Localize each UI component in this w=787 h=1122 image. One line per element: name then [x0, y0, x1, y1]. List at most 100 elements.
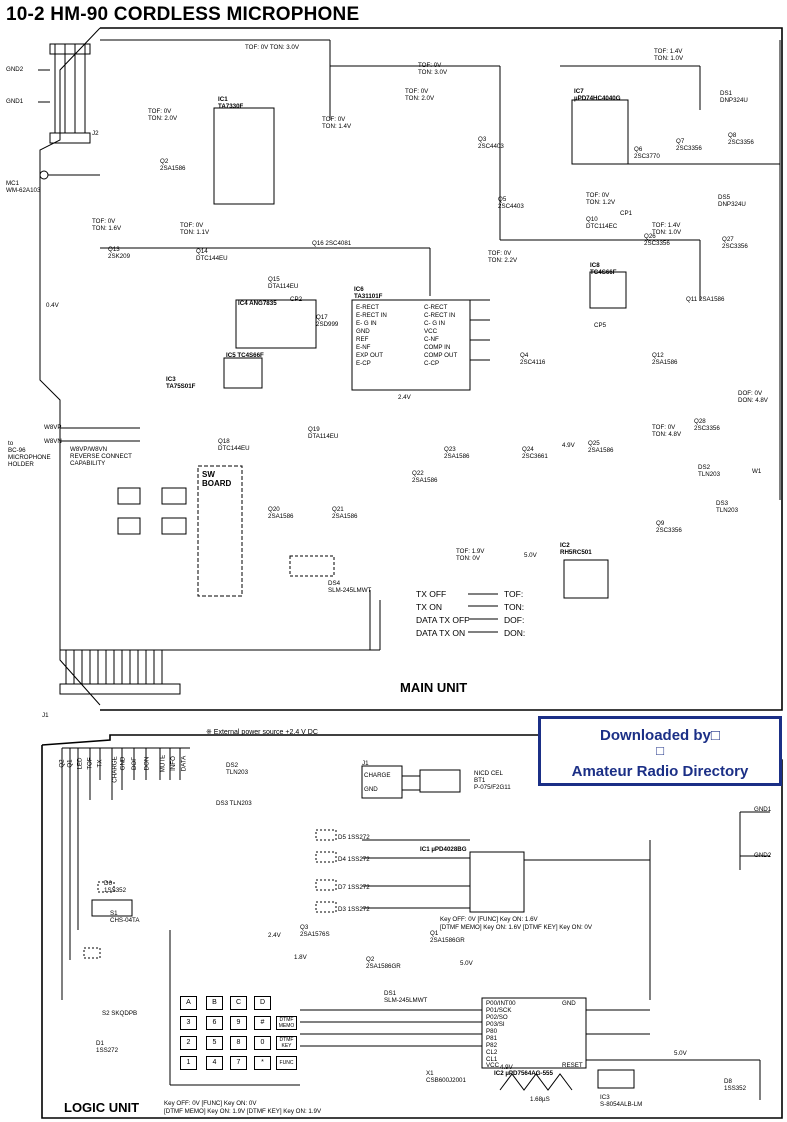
key-d[interactable]: D — [254, 996, 271, 1010]
v50-logic-label: 5.0V — [460, 960, 473, 967]
ic6-label: IC6 TA31101F — [354, 286, 383, 300]
v04-label: 0.4V — [46, 302, 59, 309]
cp2-label: CP2 — [290, 296, 303, 303]
key-2[interactable]: 2 — [180, 1036, 197, 1050]
s2-label: S2 SKQDPB — [102, 1010, 138, 1017]
gnd2-logic-label: GND2 — [754, 852, 772, 859]
logic-pin-tof: TOF — [86, 757, 94, 770]
ic3-label: IC3 TA75S01F — [166, 376, 196, 390]
q15-label: Q15 DTA114EU — [268, 276, 299, 290]
ic6-pin-14: C- G IN — [424, 320, 445, 327]
logic-pin-gnd: GND — [119, 756, 127, 771]
ic6-pin-10: COMP OUT — [424, 352, 458, 359]
ds5-label: DS5 DNP324U — [718, 194, 746, 208]
ic2-logic-label: IC2 µPD7564AG-555 — [494, 1070, 553, 1077]
tof-11-label: TOF: 1.9V TON: 0V — [456, 548, 485, 562]
ic2-pin-4: P03/SI — [486, 1021, 505, 1028]
w8vn-label: W8VN — [44, 438, 62, 445]
key-6[interactable]: 6 — [206, 1016, 223, 1030]
ic6-pin-5: REF — [356, 336, 369, 343]
ic3-logic-label: IC3 S-8054ALB-LM — [600, 1094, 643, 1108]
v50-label: 5.0V — [524, 552, 537, 559]
key-9[interactable]: 9 — [230, 1016, 247, 1030]
signal-data-tx-on: DATA TX ON — [416, 628, 466, 638]
tof-1-label: TOF: 0V TON: 2.0V — [148, 108, 178, 122]
ic2-pin-10: VCC — [486, 1062, 500, 1069]
logic-pin-mute: MUTE — [159, 754, 167, 773]
diode-d1-label: D1 1SS272 — [96, 1040, 119, 1054]
q8-label: Q8 2SC3356 — [728, 132, 754, 146]
diode-d4-label: D4 1SS272 — [338, 856, 370, 863]
key-func[interactable]: FUNC — [276, 1056, 297, 1070]
sw-board-label: SW BOARD — [202, 470, 232, 488]
ic7-label: IC7 µPD74HC4040G — [574, 88, 621, 102]
key-4[interactable]: 4 — [206, 1056, 223, 1070]
q26-label: Q26 2SC3356 — [644, 233, 670, 247]
q10-label: Q10 DTC114EC — [586, 216, 618, 230]
tof-3-label: TOF: 0V TON: 1.1V — [180, 222, 210, 236]
tof-0-label: TOF: 0V TON: 3.0V — [245, 44, 299, 51]
q27-label: Q27 2SC3356 — [722, 236, 748, 250]
key-star[interactable]: * — [254, 1056, 271, 1070]
logic-pin-charge: CHARGE — [111, 756, 119, 783]
ic1-label: IC1 TA7330F — [218, 96, 244, 110]
external-power-note: ※ External power source +2.4 V DC — [206, 729, 318, 736]
tof-2-label: TOF: 0V TON: 1.6V — [92, 218, 122, 232]
tof-6-label: TOF: 0V TON: 2.2V — [488, 250, 518, 264]
key-a[interactable]: A — [180, 996, 197, 1010]
key-note-4: [DTMF MEMO] Key ON: 1.9V [DTMF KEY] Key … — [164, 1108, 322, 1115]
key-dtmf-memo[interactable]: DTMF MEMO — [276, 1016, 297, 1030]
badge-line-1: Downloaded by□ — [600, 727, 720, 744]
ds4-label: DS4 SLM-245LMWT — [328, 580, 372, 594]
key-note-1: Key OFF: 0V [FUNC] Key ON: 1.6V — [440, 916, 538, 923]
charge-label: CHARGE — [364, 772, 391, 779]
ic2-pin-1: P00/INT00 — [486, 1000, 516, 1007]
v50-logic-label-2: 5.0V — [674, 1050, 687, 1057]
logic-unit-label: LOGIC UNIT — [64, 1100, 140, 1115]
key-hash[interactable]: # — [254, 1016, 271, 1030]
q28-label: Q28 2SC3356 — [694, 418, 720, 432]
key-3[interactable]: 3 — [180, 1016, 197, 1030]
reverse-note: W8VP/W8VN REVERSE CONNECT CAPABILITY — [70, 446, 132, 467]
w1-label: W1 — [752, 468, 762, 475]
period-label: 1.68µS — [530, 1096, 550, 1103]
logic-pin-data: DATA — [180, 755, 188, 772]
key-dtmf-key[interactable]: DTMF KEY — [276, 1036, 297, 1050]
q21-label: Q21 2SA1586 — [332, 506, 358, 520]
ic2-main-label: IC2 RH5RC501 — [560, 542, 592, 556]
ic2-pin-9: CL1 — [486, 1056, 498, 1063]
logic-pin-tx: TX — [96, 759, 104, 768]
ic6-pin-8: E-CP — [356, 360, 371, 367]
tof-7-label: TOF: 1.4V TON: 1.0V — [654, 48, 684, 62]
page-title: 10-2 HM-90 CORDLESS MICROPHONE — [6, 4, 360, 25]
key-5[interactable]: 5 — [206, 1036, 223, 1050]
tof-10-label: TOF: 0V TON: 4.8V — [652, 424, 682, 438]
ic2-pin-20: GND — [562, 1000, 576, 1007]
q3-label: Q3 2SC4403 — [478, 136, 504, 150]
q3-logic-label: Q3 2SA1576S — [300, 924, 330, 938]
key-7[interactable]: 7 — [230, 1056, 247, 1070]
ic6-pin-11: COMP IN — [424, 344, 451, 351]
key-c[interactable]: C — [230, 996, 247, 1010]
ic6-pin-1: E-RECT — [356, 304, 380, 311]
q6-label: Q6 2SC3770 — [634, 146, 660, 160]
key-1[interactable]: 1 — [180, 1056, 197, 1070]
gnd1-label: GND1 — [6, 98, 24, 105]
ic6-pin-9: C-CP — [424, 360, 440, 367]
ic2-pin-11: RESET — [562, 1062, 583, 1069]
key-0[interactable]: 0 — [254, 1036, 271, 1050]
dof-don-label: DOF: 0V DON: 4.8V — [738, 390, 768, 404]
q1-logic-label: Q1 2SA1586GR — [430, 930, 465, 944]
gnd2-label: GND2 — [6, 66, 24, 73]
tof-9-label: TOF: 1.4V TON: 1.0V — [652, 222, 682, 236]
signal-tx-on: TX ON — [416, 602, 442, 612]
ic1-logic-label: IC1 µPD4028BG — [420, 846, 467, 853]
main-unit-label: MAIN UNIT — [400, 680, 468, 695]
signal-name-dof: DOF: — [504, 615, 525, 625]
ic4-label: IC4 ANG7835 — [238, 300, 277, 307]
key-b[interactable]: B — [206, 996, 223, 1010]
j1-main-label: J1 — [42, 712, 49, 719]
q2-label: Q2 2SA1586 — [160, 158, 186, 172]
key-8[interactable]: 8 — [230, 1036, 247, 1050]
